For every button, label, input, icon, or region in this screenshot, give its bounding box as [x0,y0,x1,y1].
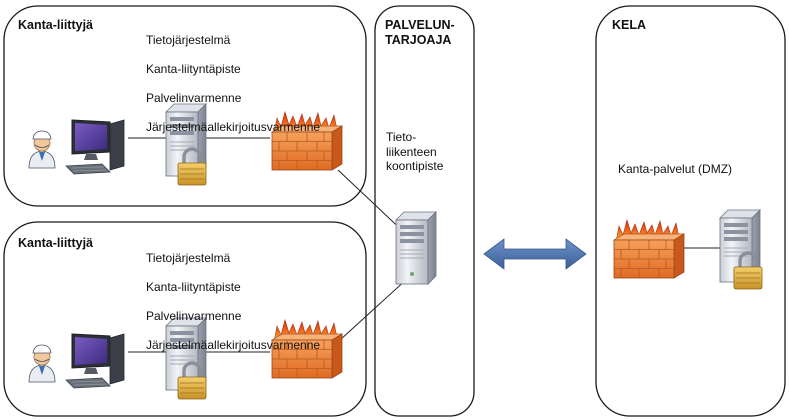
user-icon [28,130,56,169]
detail-access-point: Kanta-liityntäpiste [146,279,241,294]
user-icon [28,344,56,383]
service-provider-box [374,5,475,417]
network-links [128,137,724,353]
connector-2-heading: Kanta-liittyjä [18,236,94,250]
detail-information-system: Tietojärjestelmä [146,250,231,265]
server-icon [395,211,437,285]
workstation-icon [65,119,125,175]
hub-label: Tieto- liikenteen koontipiste [386,130,444,173]
kela-box [595,5,786,417]
detail-signature-certificate: Järjestelmäallekirjoitusvarmenne [146,119,321,134]
detail-server-certificate: Palvelinvarmenne [146,90,242,105]
service-provider-heading: PALVELUN- TARJOAJA [385,18,455,47]
connector-2-details: Tietojärjestelmä Kanta-liityntäpiste Pal… [146,236,320,367]
connector-1-box [3,5,367,207]
connector-1-details: Tietojärjestelmä Kanta-liityntäpiste Pal… [146,18,320,149]
firewall-icon [613,219,685,279]
kela-services-label: Kanta-palvelut (DMZ) [618,162,733,176]
kela-heading: KELA [612,18,647,32]
detail-information-system: Tietojärjestelmä [146,32,231,47]
double-arrow-icon [483,238,587,270]
detail-server-certificate: Palvelinvarmenne [146,308,242,323]
workstation-icon [65,333,125,389]
link-firewall-hub-2 [339,277,409,341]
connector-1-heading: Kanta-liittyjä [18,18,94,32]
connector-2-box [3,221,367,417]
detail-access-point: Kanta-liityntäpiste [146,61,241,76]
detail-signature-certificate: Järjestelmäallekirjoitusvarmenne [146,337,321,352]
